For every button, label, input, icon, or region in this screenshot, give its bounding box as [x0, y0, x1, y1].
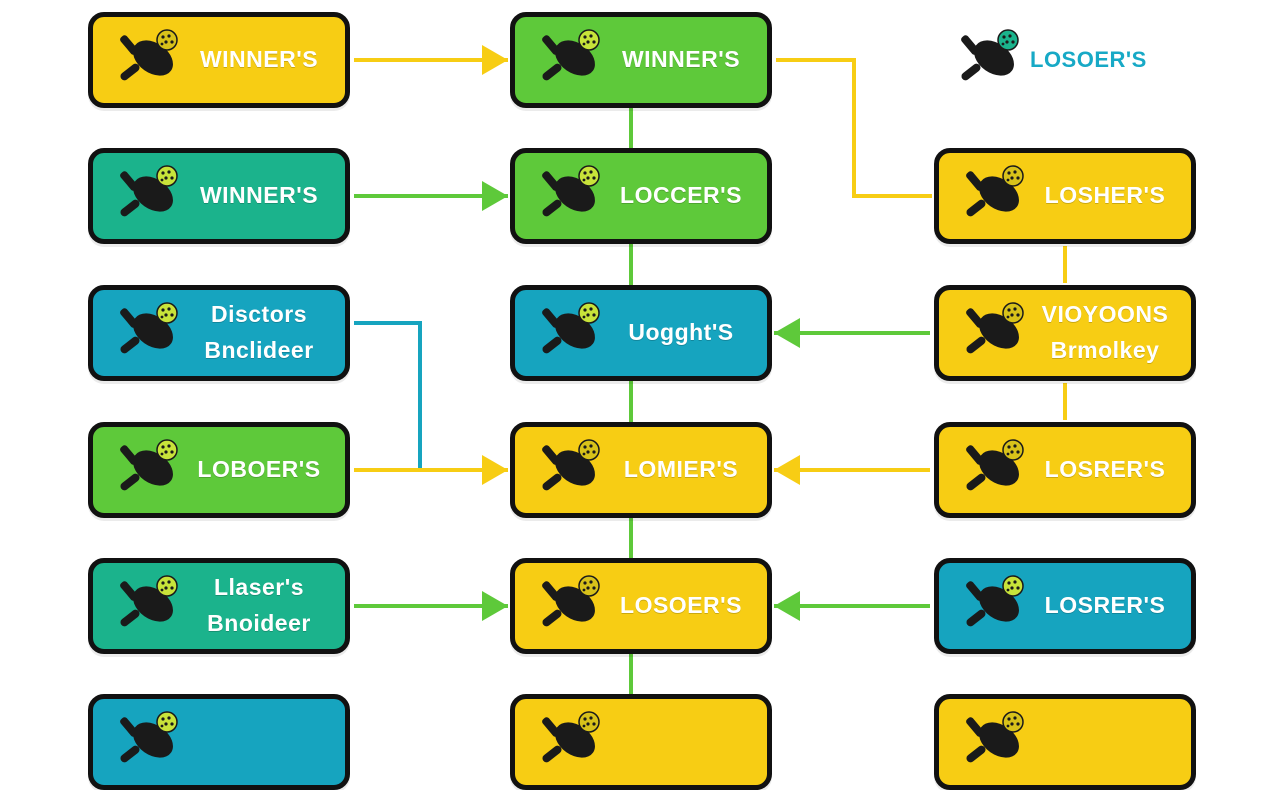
bracket-node-label: LOMIER'S	[605, 452, 757, 488]
node-label-line: Disctors	[210, 301, 308, 328]
node-label-line: Brmolkey	[1050, 337, 1160, 363]
bracket-node-14[interactable]: LOSOER'S	[510, 558, 772, 654]
bracket-node-1[interactable]: WINNER'S	[88, 12, 350, 108]
node-label-line: LOSOER'S	[1030, 46, 1147, 72]
connector-7	[774, 455, 930, 485]
paddle-and-ball-icon	[542, 439, 600, 491]
node-label-line: Llaser's	[213, 574, 305, 601]
bracket-node-17[interactable]	[510, 694, 772, 790]
bracket-node-9[interactable]: VIOYOONS Brmolkey	[934, 285, 1196, 381]
paddle-and-ball-icon	[542, 302, 600, 354]
connector-2	[354, 181, 508, 211]
bracket-node-label: WINNER'S	[183, 42, 335, 78]
node-label-line: LOMIER'S	[623, 456, 739, 483]
bracket-node-18[interactable]	[934, 694, 1196, 790]
bracket-node-label: LOBOER'S	[183, 452, 335, 488]
bracket-node-16[interactable]	[88, 694, 350, 790]
connector-4	[354, 455, 508, 485]
paddle-and-ball-icon	[966, 165, 1024, 217]
bracket-node-8[interactable]: Uogght'S	[510, 285, 772, 381]
paddle-and-ball-icon	[542, 575, 600, 627]
paddle-and-ball-icon	[966, 575, 1024, 627]
bracket-node-15[interactable]: LOSRER'S	[934, 558, 1196, 654]
paddle-and-ball-icon	[120, 575, 178, 627]
paddle-and-ball-icon	[542, 165, 600, 217]
bracket-node-5[interactable]: LOCCER'S	[510, 148, 772, 244]
connector-6	[774, 318, 930, 348]
connector-8	[774, 591, 930, 621]
connector-9	[776, 58, 932, 198]
connector-3	[354, 321, 422, 470]
bracket-node-3[interactable]: LOSOER'S	[934, 12, 1196, 108]
paddle-and-ball-icon	[120, 165, 178, 217]
bracket-node-label: LOSOER'S	[605, 588, 757, 624]
paddle-and-ball-icon	[120, 302, 178, 354]
bracket-node-label: LOSRER'S	[1029, 452, 1181, 488]
node-label-line: WINNER'S	[621, 46, 741, 73]
bracket-node-label: WINNER'S	[183, 178, 335, 214]
node-label-line: WINNER'S	[199, 46, 319, 73]
bracket-node-label: LOSOER'S	[1030, 43, 1186, 77]
paddle-and-ball-icon	[120, 29, 178, 81]
connector-1	[354, 45, 508, 75]
node-label-line: LOSHER'S	[1044, 182, 1166, 209]
bracket-node-11[interactable]: LOMIER'S	[510, 422, 772, 518]
paddle-and-ball-icon	[542, 29, 600, 81]
bracket-node-12[interactable]: LOSRER'S	[934, 422, 1196, 518]
node-label-line: Bnclideer	[204, 337, 314, 363]
bracket-node-10[interactable]: LOBOER'S	[88, 422, 350, 518]
bracket-node-2[interactable]: WINNER'S	[510, 12, 772, 108]
connector-5	[354, 591, 508, 621]
node-label-line: Uogght'S	[628, 319, 734, 346]
bracket-node-label: LOCCER'S	[605, 178, 757, 214]
paddle-and-ball-icon	[120, 439, 178, 491]
bracket-node-label: VIOYOONS Brmolkey	[1029, 297, 1181, 368]
paddle-and-ball-icon	[961, 29, 1019, 81]
node-label-line: LOSRER'S	[1044, 456, 1166, 483]
bracket-node-label: LOSHER'S	[1029, 178, 1181, 214]
bracket-diagram: WINNER'S WINNER'S LOSOER'S WINNER'S LOCCER'S…	[88, 12, 1196, 790]
node-label-line: Bnoideer	[207, 610, 311, 636]
bracket-node-label: WINNER'S	[605, 42, 757, 78]
node-label-line: LOCCER'S	[620, 182, 742, 209]
node-label-line: WINNER'S	[199, 182, 319, 209]
paddle-and-ball-icon	[966, 439, 1024, 491]
bracket-node-label: Uogght'S	[605, 315, 757, 351]
paddle-and-ball-icon	[966, 302, 1024, 354]
node-label-line: LOSRER'S	[1044, 592, 1166, 619]
bracket-node-label: LOSRER'S	[1029, 588, 1181, 624]
node-label-line: LOSOER'S	[620, 592, 742, 619]
node-label-line: VIOYOONS	[1041, 301, 1169, 328]
bracket-node-4[interactable]: WINNER'S	[88, 148, 350, 244]
bracket-node-6[interactable]: LOSHER'S	[934, 148, 1196, 244]
node-label-line: LOBOER'S	[197, 456, 321, 483]
